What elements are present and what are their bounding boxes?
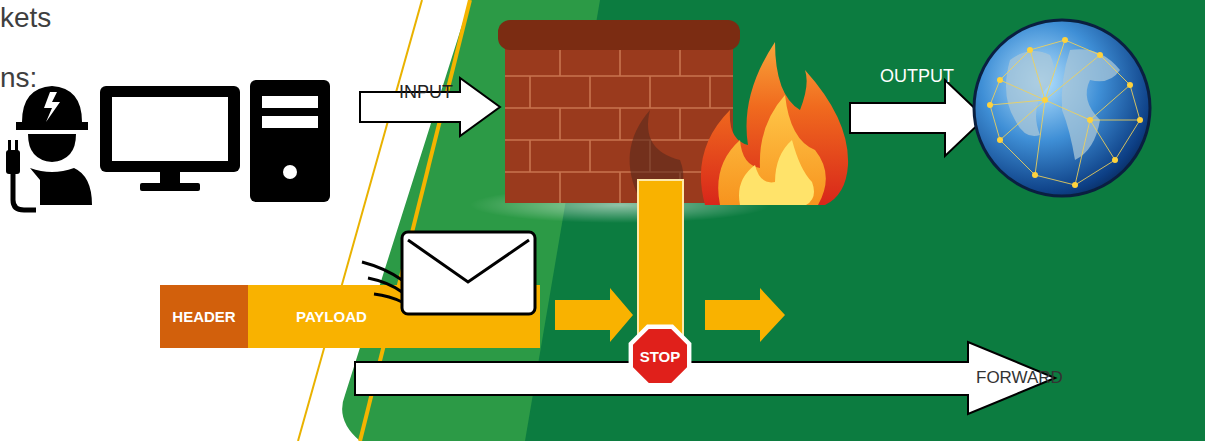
barrier-bar [638, 180, 683, 345]
engineer-icon [6, 86, 92, 210]
octagon-face [633, 329, 687, 383]
flow-label: OUTPUT [880, 66, 954, 87]
payload-field: PAYLOAD [248, 285, 540, 348]
output-arrow [850, 80, 985, 156]
flow-label: FORWARD [976, 368, 1063, 388]
octagon-rim [629, 325, 692, 388]
green-band [342, 0, 1205, 441]
forward-arrow [355, 342, 1055, 414]
pc-tower-icon [250, 80, 330, 202]
fire [701, 42, 848, 205]
heading-fragment: kets [0, 2, 51, 34]
packet-arrow [705, 288, 785, 342]
packet-arrow [555, 288, 633, 342]
monitor-icon [100, 86, 240, 191]
field-label: STOP [640, 348, 681, 365]
field-label: PAYLOAD [296, 308, 367, 325]
flow-label: INPUT [399, 82, 453, 103]
field-label: HEADER [172, 308, 235, 325]
header-field: HEADER [160, 285, 248, 348]
heading-fragment: ns: [0, 62, 37, 94]
input-arrow [360, 78, 500, 136]
stop-sign: STOP [626, 322, 694, 390]
globe [974, 20, 1150, 196]
